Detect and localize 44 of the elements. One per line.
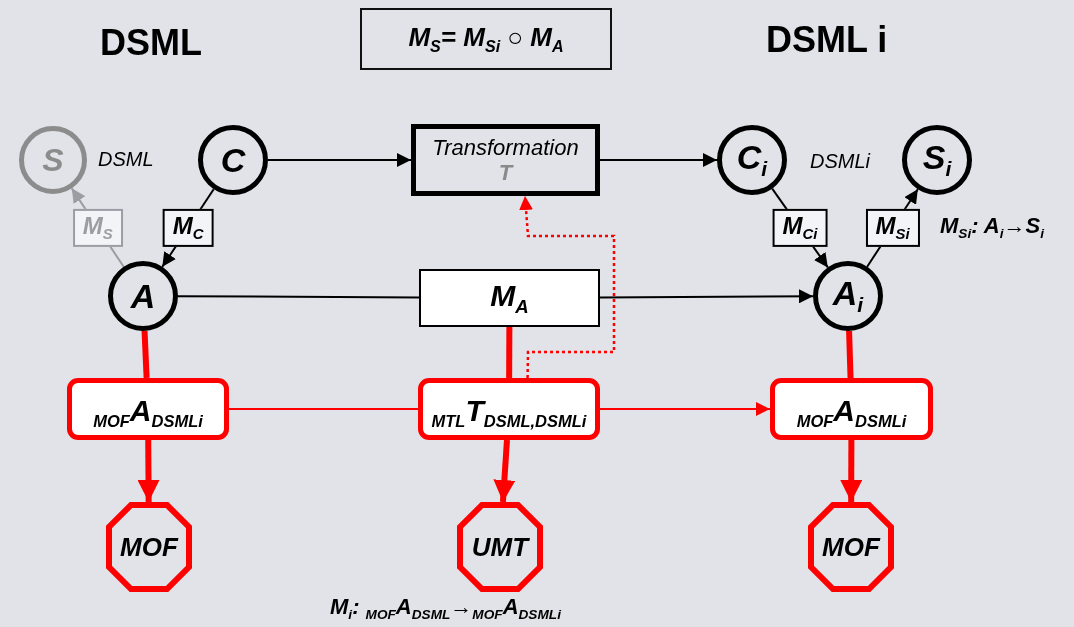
edge-label: M$_{Ci}$ (772, 208, 828, 248)
node-label: Transformation (432, 134, 579, 160)
octagon-node (106, 502, 192, 592)
heading: DSML i (766, 19, 888, 61)
arrow (599, 153, 718, 167)
domain-label: DSML (98, 148, 154, 171)
transformation-box (411, 124, 600, 196)
edge-label: M$_{Si}$ (865, 208, 920, 248)
node-label: UMT (471, 531, 529, 563)
mapping-formula: M$_{Si}$: A$_{i}$→S$_{i}$ (940, 213, 1044, 241)
arrow (599, 402, 771, 416)
node-label: A$_{i}$ (832, 274, 864, 318)
node-label: C (220, 140, 246, 180)
node-label: MOF (822, 531, 880, 563)
model-box (67, 378, 229, 440)
arrow (599, 289, 814, 304)
node-label: A (130, 276, 156, 316)
heading: DSML (100, 22, 202, 64)
edge-label: M$_{S}$ (72, 208, 123, 247)
node-label: $_{MTL}$T$_{DSML,DSMLi}$ (431, 393, 587, 431)
arrow (267, 153, 412, 167)
node-label: MOF (120, 531, 178, 563)
edge-label: M$_{C}$ (162, 208, 214, 248)
node-label: M$_{S}$= M$_{Si}$ ○ M$_{A}$ (408, 22, 564, 56)
arrow (840, 440, 863, 502)
formula-box (360, 8, 612, 70)
node-label: T (498, 160, 513, 186)
arrow (137, 439, 160, 503)
node-label: S (42, 141, 64, 179)
node-label: C$_{i}$ (736, 138, 768, 182)
arrow (519, 195, 616, 379)
node-circle (19, 126, 87, 194)
node-label: M$_{A}$ (490, 278, 529, 318)
node-label: $_{MOF}$A$_{DSMLi}$ (93, 393, 203, 431)
octagon-node (457, 502, 543, 592)
node-label: S$_{i}$ (922, 138, 952, 182)
model-box (770, 378, 933, 440)
mapping-box (419, 269, 600, 327)
arrow (493, 439, 516, 503)
node-label: $_{MOF}$A$_{DSMLi}$ (796, 393, 907, 431)
model-box (418, 378, 600, 440)
domain-label: DSMLi (810, 150, 870, 173)
octagon-node (808, 502, 894, 592)
mapping-formula: M$_{i}$: $_{MOF}$A$_{DSML}$→$_{MOF}$A$_{DSMLi}$ (330, 594, 561, 622)
